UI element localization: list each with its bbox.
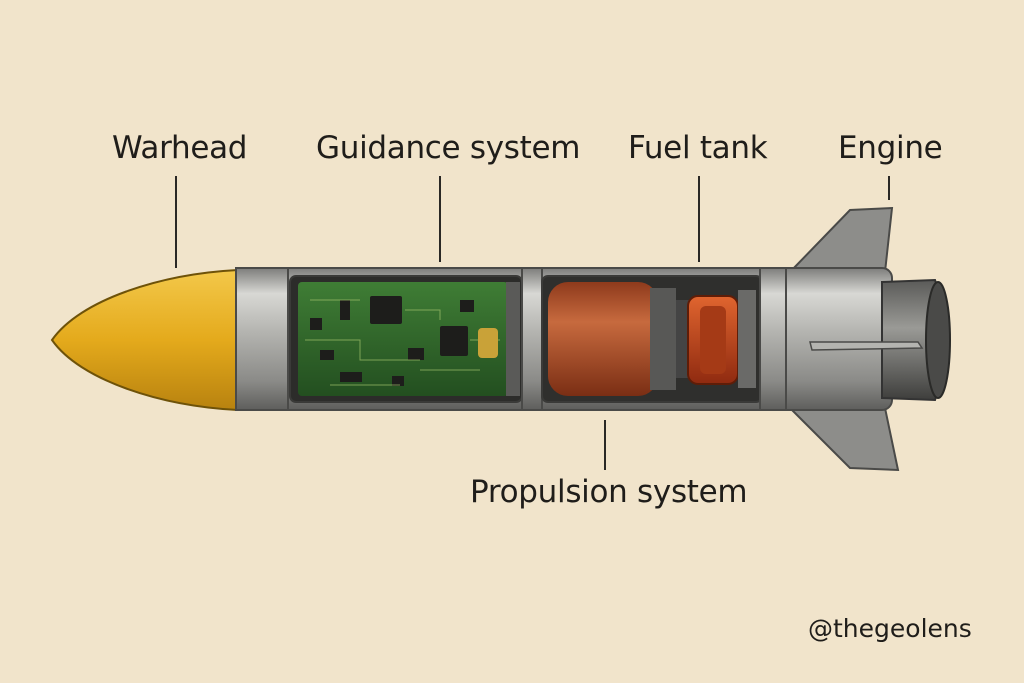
- credit-handle: @thegeolens: [808, 614, 972, 643]
- label-warhead: Warhead: [112, 130, 248, 166]
- label-engine: Engine: [838, 130, 943, 166]
- fuel-tank-cylinder: [548, 282, 658, 396]
- warhead-nose: [50, 268, 239, 412]
- bottom-fin: [787, 407, 900, 472]
- leader-lines: [175, 176, 890, 470]
- battery-cell: [478, 328, 498, 358]
- top-fin: [787, 206, 894, 273]
- circuit-components: [310, 296, 474, 386]
- label-propulsion-system: Propulsion system: [470, 474, 748, 510]
- circuit-board: [298, 282, 508, 396]
- label-guidance-system: Guidance system: [316, 130, 581, 166]
- label-fuel-tank: Fuel tank: [628, 130, 768, 166]
- side-fin: [809, 341, 924, 351]
